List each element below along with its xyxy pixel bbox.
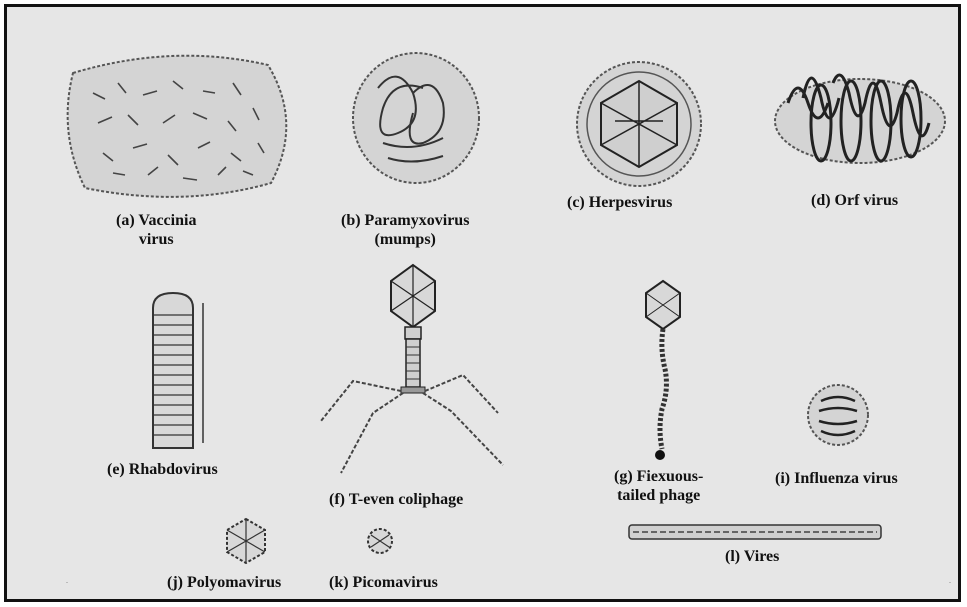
influenza-virus-drawing <box>808 385 868 445</box>
t-even-coliphage-drawing <box>321 265 503 473</box>
vaccinia-virus-drawing <box>68 56 287 197</box>
label-picornavirus: (k) Picomavirus <box>329 573 438 592</box>
label-rhabdovirus: (e) Rhabdovirus <box>107 460 218 479</box>
herpesvirus-drawing <box>577 62 701 186</box>
label-polyomavirus: (j) Polyomavirus <box>167 573 281 592</box>
corner-mark: . <box>949 576 951 585</box>
picornavirus-drawing <box>368 529 392 553</box>
label-herpesvirus: (c) Herpesvirus <box>567 193 672 212</box>
label-t-even-coliphage: (f) T-even coliphage <box>329 490 463 509</box>
label-influenza-virus: (i) Influenza virus <box>775 469 898 488</box>
rhabdovirus-drawing <box>153 293 203 448</box>
label-orf-virus: (d) Orf virus <box>811 191 898 210</box>
label-vires: (l) Vires <box>725 547 779 566</box>
label-paramyxovirus: (b) Paramyxovirus(mumps) <box>341 211 469 249</box>
corner-mark: . <box>66 576 68 585</box>
virus-illustrations: . . <box>7 7 958 599</box>
polyomavirus-drawing <box>227 519 265 563</box>
paramyxovirus-drawing <box>353 53 479 183</box>
flexuous-tailed-phage-drawing <box>646 281 680 460</box>
label-flexuous-tailed-phage: (g) Fiexuous-tailed phage <box>614 467 703 505</box>
orf-virus-drawing <box>775 75 945 163</box>
rod-virus-drawing <box>629 525 881 539</box>
